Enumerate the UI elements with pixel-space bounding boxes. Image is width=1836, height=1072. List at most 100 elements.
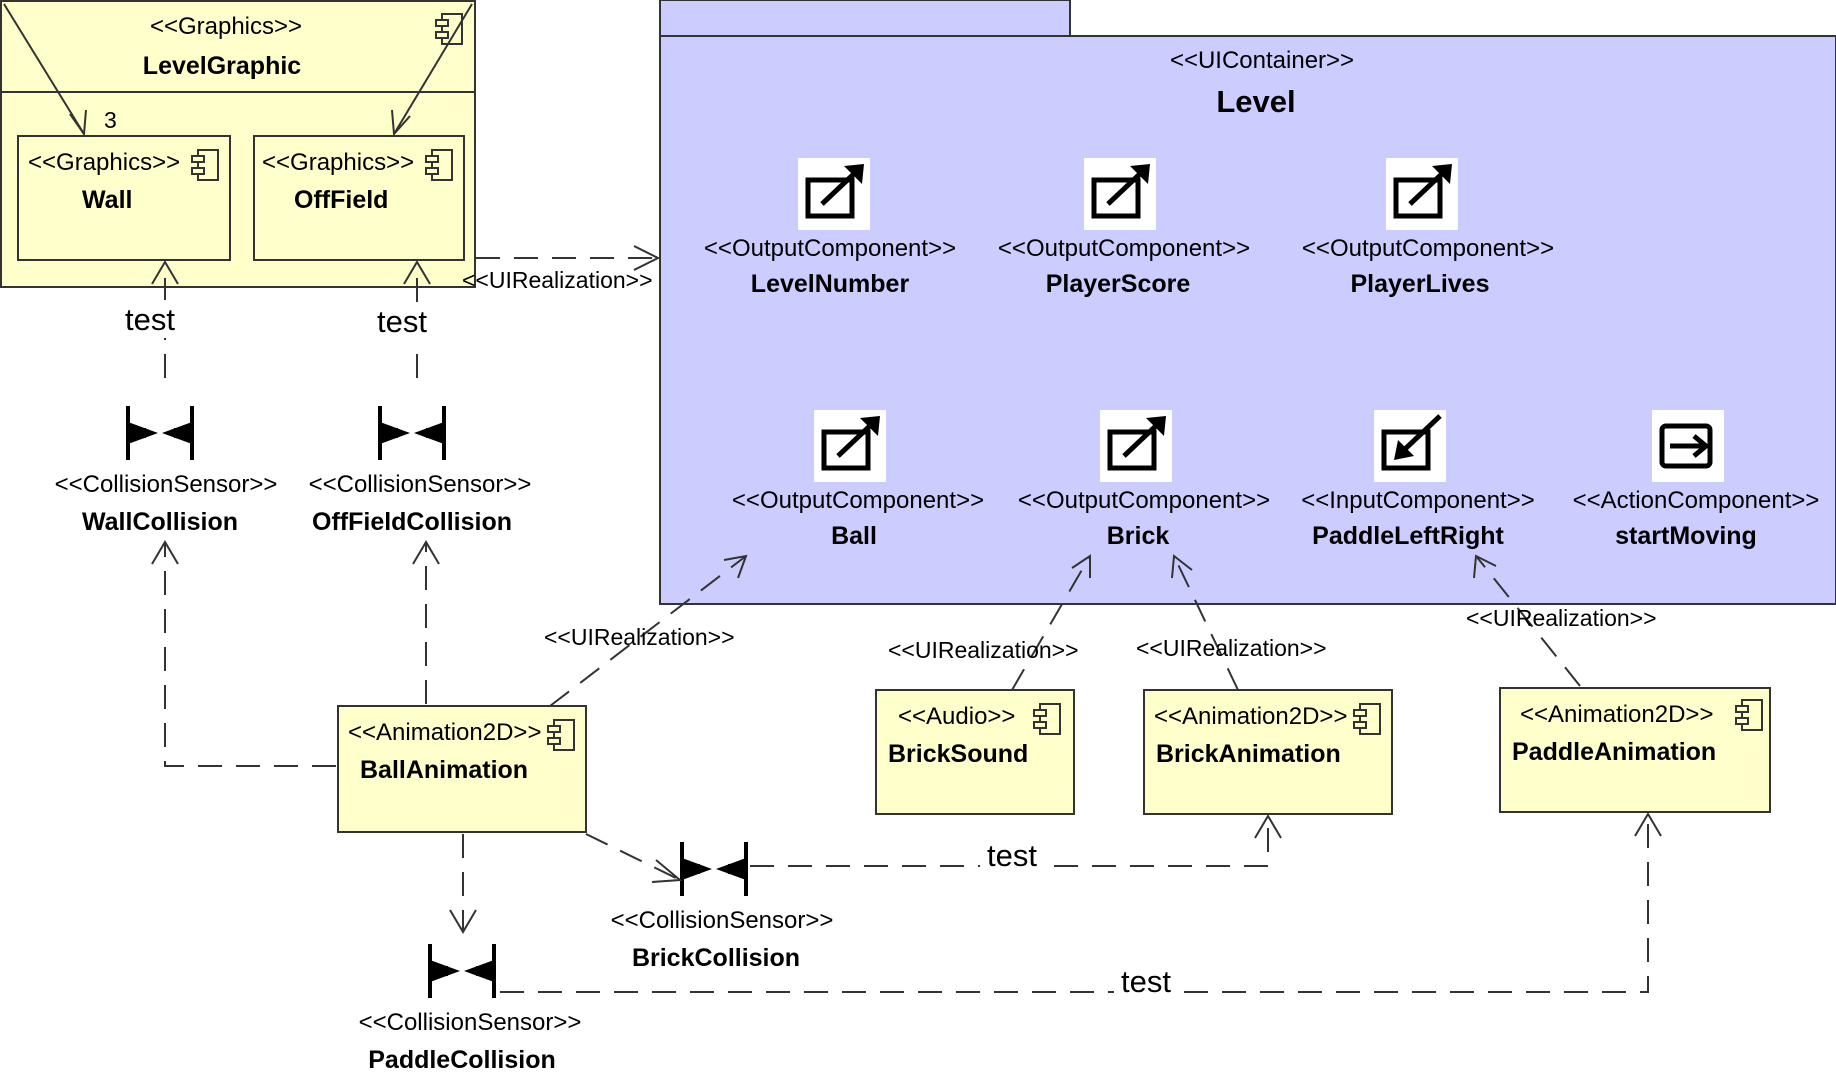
component-stereotype: <<OutputComponent>> <box>732 487 984 514</box>
dependency-ballanimation-wallcollision <box>151 540 336 767</box>
component-name: Wall <box>82 186 132 214</box>
component-bricksound[interactable]: <<Audio>> BrickSound <box>875 689 1075 815</box>
collision-sensor-icon <box>375 402 449 464</box>
dependency-brickcollision-brickanimation: test <box>750 814 1282 873</box>
action-icon <box>1652 410 1724 482</box>
label-bg <box>370 302 434 340</box>
component-ballanimation[interactable]: <<Animation2D>> BallAnimation <box>337 705 587 833</box>
sensor-stereotype: <<CollisionSensor>> <box>55 471 278 498</box>
sensor-offfieldcollision[interactable]: <<CollisionSensor>> OffFieldCollision <box>309 402 532 536</box>
ui-container-level[interactable]: <<UIContainer>> Level <<OutputComponent>… <box>659 0 1836 605</box>
sensor-name: WallCollision <box>82 508 238 536</box>
dashed-line <box>549 555 747 707</box>
graphics-wall[interactable]: <<Graphics>> Wall <box>17 135 231 261</box>
test-label: test <box>1121 964 1171 999</box>
collision-sensor-icon <box>677 838 751 900</box>
output-icon <box>798 158 870 230</box>
component-stereotype: <<ActionComponent>> <box>1573 487 1820 514</box>
ui-component-playerlives[interactable]: <<OutputComponent>> PlayerLives <box>1302 158 1554 298</box>
arrowhead <box>412 540 440 565</box>
output-icon <box>814 410 886 482</box>
sensor-stereotype: <<CollisionSensor>> <box>611 907 834 934</box>
component-stereotype: <<InputComponent>> <box>1301 487 1535 514</box>
component-stereotype: <<Graphics>> <box>262 149 414 176</box>
label-bg <box>1114 962 1178 998</box>
graphics-offfield[interactable]: <<Graphics>> OffField <box>253 135 465 261</box>
label-bg <box>118 300 182 338</box>
component-name: Ball <box>831 522 877 550</box>
component-name: OffField <box>294 186 388 214</box>
arrowhead <box>1071 554 1091 578</box>
arrowhead <box>651 859 683 883</box>
component-stereotype: <<OutputComponent>> <box>1302 235 1554 262</box>
arrowhead <box>449 909 477 934</box>
dependency-paddlecollision-paddleanimation: test <box>500 812 1662 999</box>
dashed-line <box>1475 555 1581 687</box>
component-name: BrickAnimation <box>1156 740 1341 768</box>
dashed-line <box>750 816 1269 867</box>
arrowhead <box>1254 814 1282 839</box>
component-name: BrickSound <box>888 740 1028 768</box>
relation-label: <<UIRealization>> <box>1466 605 1657 631</box>
dashed-line <box>1011 555 1091 691</box>
component-stereotype: <<Animation2D>> <box>1520 701 1713 728</box>
component-stereotype: <<Animation2D>> <box>1154 703 1347 730</box>
component-name: Brick <box>1107 522 1170 550</box>
output-icon <box>1100 410 1172 482</box>
ui-component-brick[interactable]: <<OutputComponent>> Brick <box>1018 410 1270 550</box>
component-stereotype: <<Graphics>> <box>28 149 180 176</box>
dependency-ballanimation-ball: <<UIRealization>> <box>544 554 748 707</box>
relation-label: <<UIRealization>> <box>888 637 1079 663</box>
sensor-brickcollision[interactable]: <<CollisionSensor>> BrickCollision <box>611 838 834 972</box>
ui-component-startmoving[interactable]: <<ActionComponent>> startMoving <box>1573 410 1820 550</box>
container-body <box>659 35 1836 605</box>
graphics-container-levelgraphic[interactable]: <<Graphics>> LevelGraphic 3 <<Graphics>>… <box>0 0 476 288</box>
dependency-levelgraphic-level: <<UIRealization>> <box>462 245 661 293</box>
container-stereotype: <<UIContainer>> <box>1170 47 1354 74</box>
ballanimation-box <box>337 705 587 833</box>
test-label: test <box>125 302 175 337</box>
container-stereotype: <<Graphics>> <box>150 13 302 40</box>
sensor-name: BrickCollision <box>632 944 800 972</box>
component-name: LevelNumber <box>751 270 910 298</box>
dependency-paddleanimation-paddleleftright: <<UIRealization>> <box>1466 554 1657 687</box>
dependency-ballanimation-brickcollision <box>585 833 683 883</box>
input-icon <box>1374 410 1446 482</box>
component-stereotype: <<OutputComponent>> <box>998 235 1250 262</box>
arrowhead <box>1473 554 1497 579</box>
arrow-to-offfield <box>393 3 473 135</box>
sensor-wallcollision[interactable]: <<CollisionSensor>> WallCollision <box>55 402 278 536</box>
component-name: PlayerLives <box>1351 270 1490 298</box>
ui-component-ball[interactable]: <<OutputComponent>> Ball <box>732 410 984 550</box>
dependency-wallcollision-wall: test <box>118 260 182 378</box>
sensor-paddlecollision[interactable]: <<CollisionSensor>> PaddleCollision <box>359 940 582 1072</box>
label-bg <box>980 836 1044 872</box>
container-name: LevelGraphic <box>143 52 301 80</box>
ui-component-levelnumber[interactable]: <<OutputComponent>> LevelNumber <box>704 158 956 298</box>
relation-label: <<UIRealization>> <box>1136 635 1327 661</box>
component-stereotype: <<OutputComponent>> <box>704 235 956 262</box>
component-name: BallAnimation <box>360 756 528 784</box>
test-label: test <box>987 838 1037 873</box>
component-paddleanimation[interactable]: <<Animation2D>> PaddleAnimation <box>1499 687 1771 813</box>
arrowhead <box>69 109 87 137</box>
ui-component-paddleleftright[interactable]: <<InputComponent>> PaddleLeftRight <box>1301 410 1535 550</box>
component-name: PaddleLeftRight <box>1312 522 1504 550</box>
component-brickanimation[interactable]: <<Animation2D>> BrickAnimation <box>1143 689 1393 815</box>
collision-sensor-icon <box>123 402 197 464</box>
container-name: Level <box>1216 84 1295 119</box>
arrowhead <box>1634 812 1662 837</box>
ui-component-playerscore[interactable]: <<OutputComponent>> PlayerScore <box>998 158 1250 298</box>
output-icon <box>1386 158 1458 230</box>
dashed-line <box>1173 555 1239 691</box>
dashed-line <box>585 833 681 881</box>
arrowhead <box>1171 554 1193 579</box>
relation-label: <<UIRealization>> <box>462 267 653 293</box>
dashed-line <box>164 542 336 767</box>
sensor-name: OffFieldCollision <box>312 508 512 536</box>
paddleanimation-box <box>1499 687 1771 813</box>
output-icon <box>1084 158 1156 230</box>
component-name: PaddleAnimation <box>1512 738 1716 766</box>
arrowhead <box>633 245 661 271</box>
